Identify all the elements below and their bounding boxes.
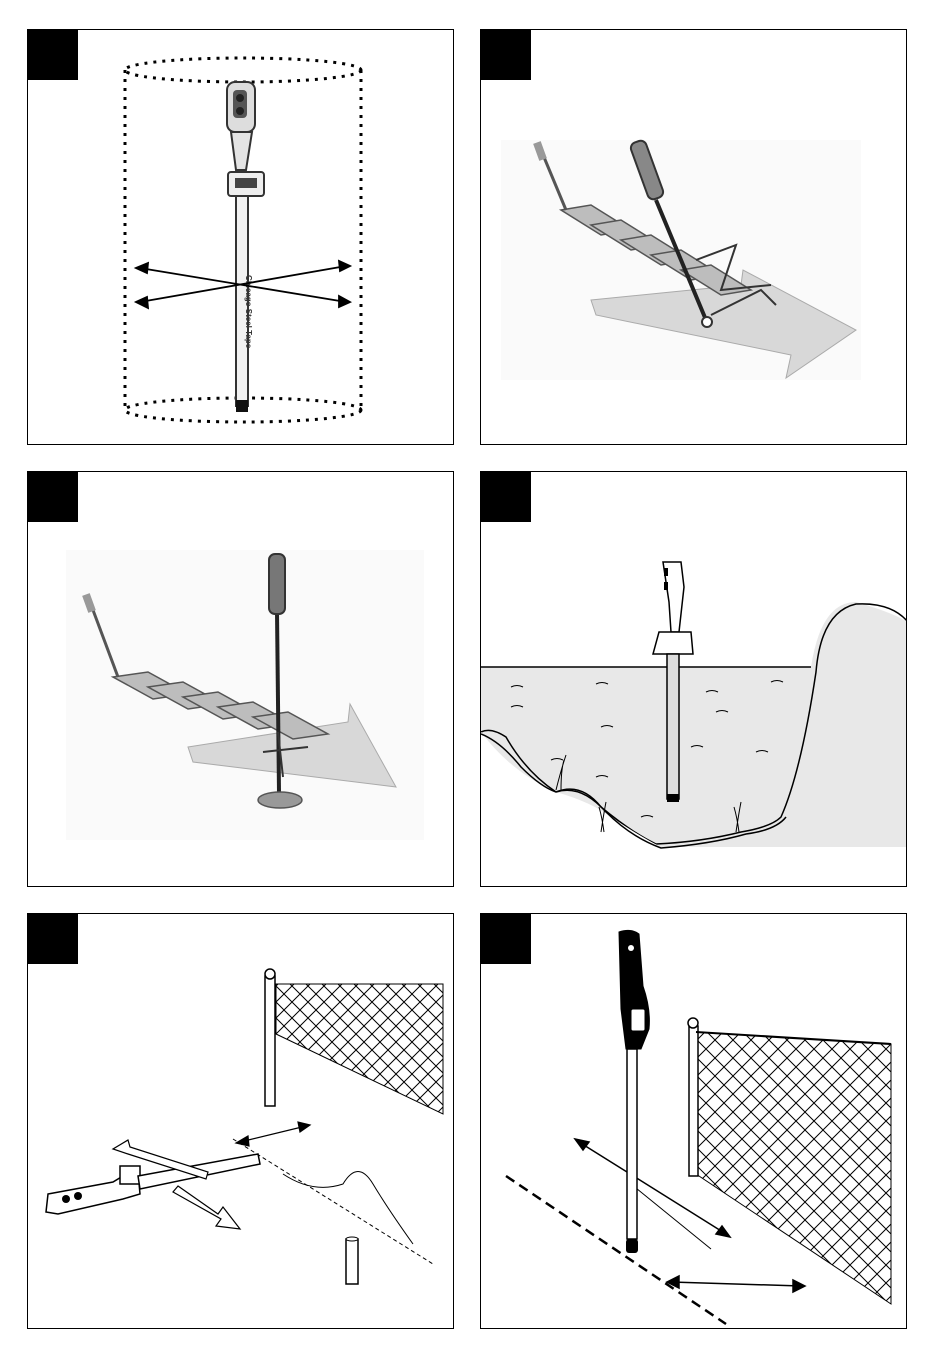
panel-4-underwater-probe <box>480 471 907 887</box>
fence-offset-illustration <box>481 914 907 1329</box>
chain-link-fence <box>696 1032 891 1304</box>
locator-device <box>619 930 649 1253</box>
fence-post <box>265 976 275 1106</box>
fence-post <box>689 1026 698 1176</box>
null-response-illustration <box>28 472 454 887</box>
peak-response-illustration <box>481 30 907 445</box>
locator-device <box>227 82 264 412</box>
panel-3-null-response <box>27 471 454 887</box>
locator-shaft <box>277 612 279 792</box>
panel-5-fence-interference <box>27 913 454 1329</box>
fence-interference-illustration <box>28 914 454 1329</box>
locator-device-horizontal <box>46 1154 260 1214</box>
fence-post-cap <box>265 969 275 979</box>
locator-field-illustration: Chicago Steel Tape <box>28 30 454 445</box>
chain-link-fence <box>276 984 443 1114</box>
buried-line-path <box>233 1139 433 1264</box>
ground-contour <box>283 1172 413 1245</box>
underwater-probe-illustration <box>481 472 907 887</box>
offset-distance-arrow <box>667 1276 805 1292</box>
locator-base <box>258 792 302 808</box>
panel-6-fence-offset <box>480 913 907 1329</box>
locator-handle <box>269 554 285 614</box>
marker-peg <box>346 1239 358 1284</box>
buried-line-path <box>506 1176 726 1324</box>
panel-2-peak-response <box>480 29 907 445</box>
cylinder-top-ellipse <box>125 58 361 82</box>
panel-1-locator-field: Chicago Steel Tape <box>27 29 454 445</box>
distance-arrow <box>236 1122 310 1146</box>
fence-post-cap <box>688 1018 698 1028</box>
locator-tip <box>702 317 712 327</box>
